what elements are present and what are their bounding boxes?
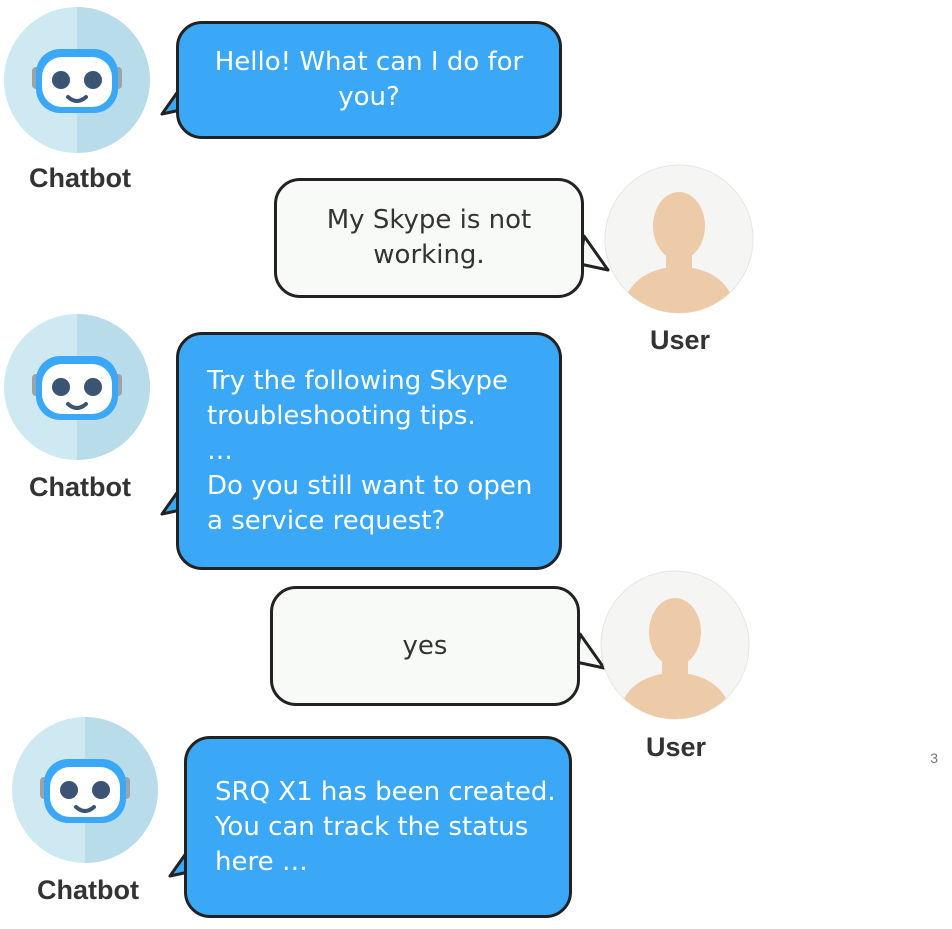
chatbot-label: Chatbot bbox=[29, 163, 131, 193]
chat-bubble-bot: SRQ X1 has been created. You can track t… bbox=[184, 736, 572, 918]
robot-icon bbox=[4, 314, 150, 460]
message-text: SRQ X1 has been created. You can track t… bbox=[215, 776, 556, 877]
robot-icon bbox=[4, 7, 150, 153]
user-label: User bbox=[649, 325, 711, 355]
user-avatar bbox=[600, 570, 750, 720]
page-number: 3 bbox=[930, 750, 938, 766]
chatbot-avatar bbox=[10, 715, 160, 865]
chat-bubble-user: My Skype is not working. bbox=[274, 178, 584, 298]
chatbot-label: Chatbot bbox=[37, 875, 139, 905]
message-text: yes bbox=[402, 630, 448, 661]
chatbot-label: Chatbot bbox=[29, 472, 131, 502]
chat-bubble-bot: Try the following Skype troubleshooting … bbox=[176, 332, 562, 570]
chatbot-avatar bbox=[2, 312, 152, 462]
user-silhouette-icon bbox=[600, 570, 750, 720]
user-label: User bbox=[645, 732, 707, 762]
robot-icon bbox=[12, 717, 158, 863]
user-avatar bbox=[604, 164, 754, 314]
chat-bubble-bot: Hello! What can I do for you? bbox=[176, 21, 562, 139]
chat-bubble-user: yes bbox=[270, 586, 580, 706]
message-text: Try the following Skype troubleshooting … bbox=[207, 365, 533, 536]
user-silhouette-icon bbox=[604, 164, 754, 314]
message-text: My Skype is not working. bbox=[326, 205, 532, 270]
chatbot-avatar bbox=[2, 5, 152, 155]
message-text: Hello! What can I do for you? bbox=[214, 47, 524, 112]
